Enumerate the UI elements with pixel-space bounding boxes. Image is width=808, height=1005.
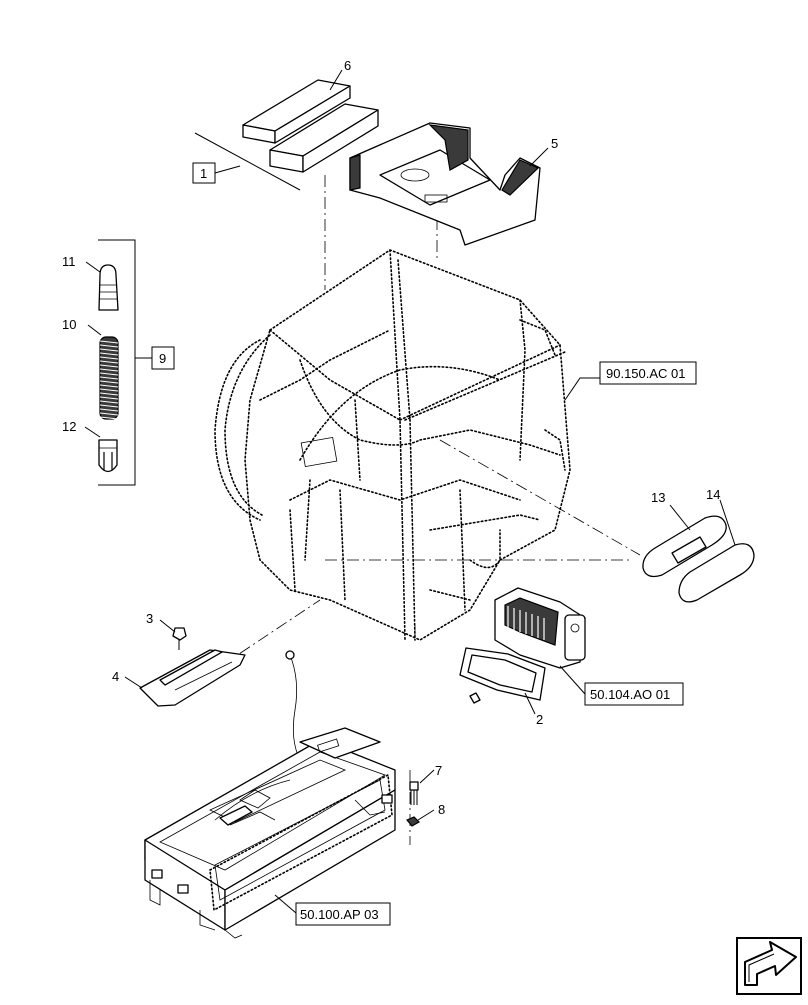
callout-11: 11 (62, 254, 76, 269)
part-10-spring (99, 336, 119, 420)
callout-10: 10 (62, 317, 76, 332)
callout-3: 3 (146, 611, 153, 626)
part-12-plug (98, 439, 118, 473)
ref-hvac-outlet: 50.104.AO 01 (590, 687, 670, 702)
part-7-bolt (409, 781, 419, 805)
callout-9-box: 9 (151, 346, 175, 370)
part-5-roof-liner (349, 122, 541, 246)
callout-12: 12 (62, 419, 76, 434)
hvac-unit (144, 650, 396, 939)
callout-5: 5 (551, 136, 558, 151)
screw-near-part-2 (469, 692, 481, 704)
kit-1-bracket (194, 132, 301, 191)
part-3-screw (172, 627, 187, 650)
leader-lines (84, 69, 736, 914)
callout-14: 14 (706, 487, 720, 502)
part-9-bracket (98, 239, 152, 486)
part-4-duct-tray (139, 649, 246, 707)
callout-1: 1 (200, 166, 207, 181)
part-6-filter-pads (242, 79, 379, 173)
part-14-cover (678, 543, 755, 603)
callout-4: 4 (112, 669, 119, 684)
callout-8: 8 (438, 802, 445, 817)
callout-6: 6 (344, 58, 351, 73)
part-11-cap (98, 264, 119, 311)
ref-hvac-unit-box: 50.100.AP 03 (295, 902, 391, 926)
ref-hvac-outlet-box: 50.104.AO 01 (584, 682, 684, 706)
callout-9: 9 (159, 351, 166, 366)
ref-hvac-unit: 50.100.AP 03 (300, 907, 379, 922)
callout-1-box: 1 (192, 162, 216, 184)
cab-frame (214, 249, 571, 641)
callout-2: 2 (536, 712, 543, 727)
callout-13: 13 (651, 490, 665, 505)
part-2-outlet-grille (459, 647, 546, 701)
part-13-grommet (642, 515, 727, 578)
ref-cab-frame-box: 90.150.AC 01 (599, 361, 697, 385)
arrow-direction-icon[interactable] (736, 937, 802, 995)
hvac-outlet-assembly (494, 587, 586, 669)
callout-7: 7 (435, 763, 442, 778)
part-8-nut (406, 816, 420, 827)
assembly-lines (184, 175, 641, 845)
callout-labels: 6 5 11 10 12 3 4 13 14 2 7 8 (62, 58, 720, 817)
ref-cab-frame: 90.150.AC 01 (606, 366, 686, 381)
